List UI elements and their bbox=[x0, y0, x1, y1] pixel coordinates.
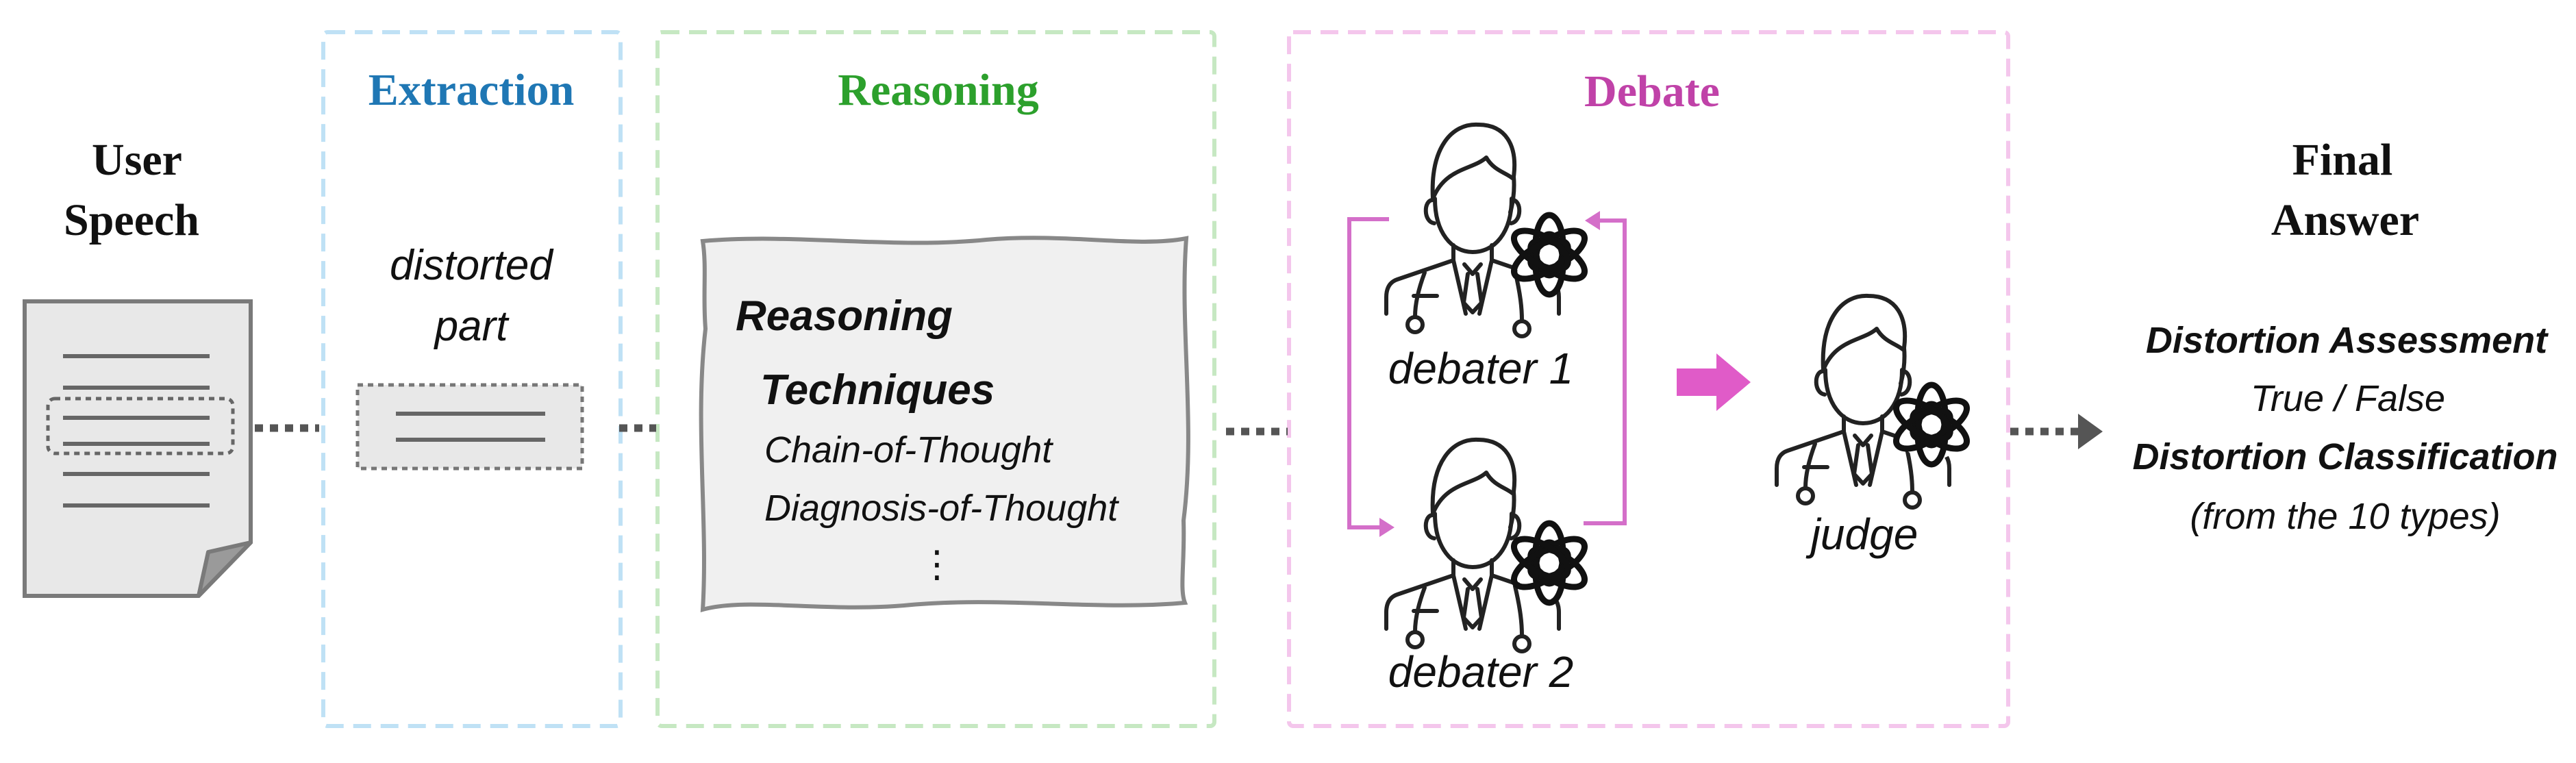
debater-2-label: debater 2 bbox=[1388, 647, 1573, 697]
judge-label: judge bbox=[1805, 510, 1918, 559]
assessment-title: Distortion Assessment bbox=[2146, 320, 2549, 361]
reasoning-card-title-line2: Techniques bbox=[760, 366, 995, 414]
debate-box bbox=[1287, 30, 2010, 728]
technique-chain-of-thought: Chain-of-Thought bbox=[764, 429, 1053, 471]
reasoning-card-title-line1: Reasoning bbox=[736, 292, 953, 340]
output-title-line2: Answer bbox=[2271, 195, 2419, 245]
reasoning-title: Reasoning bbox=[838, 65, 1038, 115]
assessment-value: True / False bbox=[2251, 378, 2445, 419]
debate-title: Debate bbox=[1584, 66, 1720, 116]
classification-title: Distortion Classification bbox=[2132, 436, 2558, 477]
to-judge-arrow bbox=[1677, 353, 1751, 411]
classification-value: (from the 10 types) bbox=[2190, 496, 2500, 537]
input-title-line1: User bbox=[92, 135, 182, 185]
reasoning-card bbox=[699, 236, 1190, 613]
output-title-line1: Final bbox=[2292, 135, 2393, 185]
extraction-title: Extraction bbox=[368, 65, 575, 115]
extraction-box bbox=[321, 30, 623, 728]
distorted-part-snippet bbox=[355, 383, 584, 471]
judge-openai-logo-icon bbox=[1890, 385, 1973, 464]
extraction-label-line1: distorted bbox=[390, 242, 554, 289]
debater-1-openai-logo-icon bbox=[1508, 215, 1590, 295]
loop-arrowhead-top bbox=[1585, 211, 1600, 230]
document-icon bbox=[23, 299, 253, 598]
reasoning-box bbox=[655, 30, 1216, 728]
input-title-line2: Speech bbox=[64, 195, 199, 245]
technique-diagnosis-of-thought: Diagnosis-of-Thought bbox=[764, 488, 1119, 529]
debater-2-openai-logo-icon bbox=[1508, 523, 1590, 603]
reasoning-more: ⋮ bbox=[918, 544, 955, 585]
extraction-label-line2: part bbox=[434, 303, 510, 350]
output-arrow bbox=[2010, 414, 2103, 449]
debate-loop-arrows bbox=[1347, 217, 1627, 529]
loop-arrowhead-bottom bbox=[1379, 518, 1395, 537]
debater-1-label: debater 1 bbox=[1388, 344, 1573, 393]
